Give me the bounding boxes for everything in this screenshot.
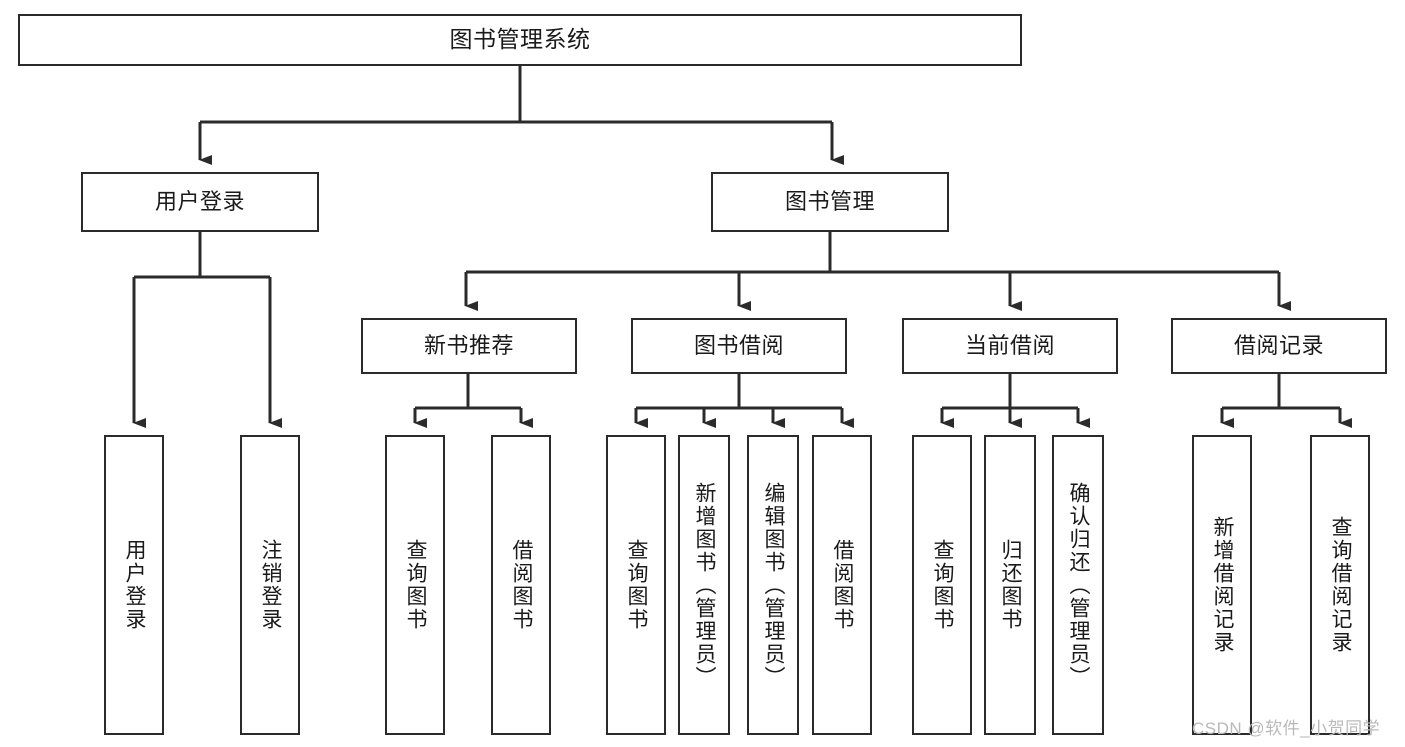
leaf-new-book-borrow[interactable]: 借阅图书 — [491, 435, 551, 735]
node-label: 借阅图书 — [510, 539, 534, 631]
leaf-book-borrow-edit[interactable]: 编辑图书（管理员） — [747, 435, 799, 735]
node-current-borrow[interactable]: 当前借阅 — [902, 318, 1118, 374]
leaf-borrow-record-add[interactable]: 新增借阅记录 — [1192, 435, 1252, 735]
node-new-book-recommend[interactable]: 新书推荐 — [361, 318, 577, 374]
node-label: 图书管理系统 — [449, 26, 591, 53]
node-label: 图书借阅 — [693, 333, 784, 359]
node-user-login[interactable]: 用户登录 — [81, 172, 319, 232]
leaf-current-borrow-return[interactable]: 归还图书 — [984, 435, 1036, 735]
node-book-borrow[interactable]: 图书借阅 — [631, 318, 847, 374]
node-label: 编辑图书（管理员） — [762, 481, 786, 689]
watermark-text: CSDN @软件_小贺同学 — [1192, 719, 1381, 738]
node-label: 用户登录 — [123, 539, 147, 631]
node-label: 新增借阅记录 — [1211, 516, 1235, 654]
leaf-current-borrow-query[interactable]: 查询图书 — [912, 435, 972, 735]
node-label: 借阅记录 — [1233, 333, 1324, 359]
node-label: 确认归还（管理员） — [1067, 481, 1091, 689]
leaf-borrow-record-query[interactable]: 查询借阅记录 — [1310, 435, 1370, 735]
node-label: 借阅图书 — [831, 539, 855, 631]
node-label: 归还图书 — [999, 539, 1023, 631]
node-root-system[interactable]: 图书管理系统 — [18, 14, 1022, 66]
leaf-book-borrow-add[interactable]: 新增图书（管理员） — [678, 435, 730, 735]
node-label: 用户登录 — [154, 189, 245, 215]
node-book-management[interactable]: 图书管理 — [711, 172, 949, 232]
node-label: 查询图书 — [625, 539, 649, 631]
node-label: 新书推荐 — [423, 333, 514, 359]
leaf-current-borrow-confirm-return[interactable]: 确认归还（管理员） — [1052, 435, 1104, 735]
node-label: 注销登录 — [259, 539, 283, 631]
leaf-user-login-logout[interactable]: 注销登录 — [240, 435, 300, 735]
leaf-new-book-query[interactable]: 查询图书 — [385, 435, 445, 735]
node-label: 当前借阅 — [964, 333, 1055, 359]
node-label: 查询借阅记录 — [1329, 516, 1353, 654]
leaf-book-borrow-borrow[interactable]: 借阅图书 — [812, 435, 872, 735]
node-label: 查询图书 — [404, 539, 428, 631]
node-label: 新增图书（管理员） — [693, 481, 717, 689]
node-borrow-record[interactable]: 借阅记录 — [1171, 318, 1387, 374]
node-label: 查询图书 — [931, 539, 955, 631]
node-label: 图书管理 — [784, 189, 875, 215]
leaf-book-borrow-query[interactable]: 查询图书 — [606, 435, 666, 735]
leaf-user-login-login[interactable]: 用户登录 — [104, 435, 164, 735]
